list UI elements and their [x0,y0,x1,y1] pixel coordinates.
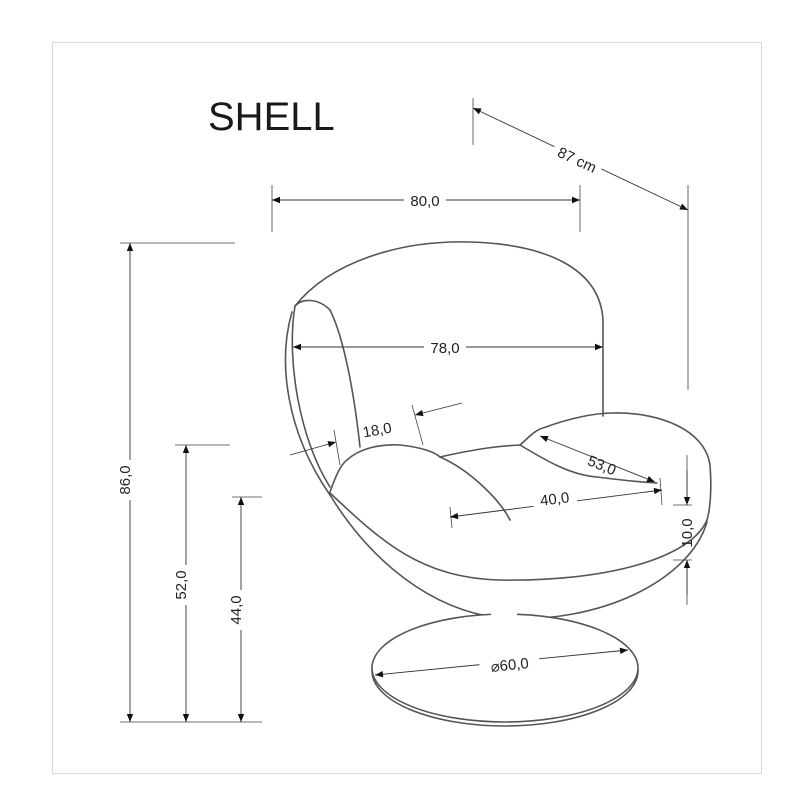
back-inner-left [291,305,331,488]
label-base-diameter: ⌀60,0 [490,655,530,676]
label-width-total: 80,0 [410,193,439,210]
label-seat-depth: 40,0 [539,489,570,509]
label-armrest-thickness: 18,0 [361,420,393,442]
chair-outline [284,241,712,727]
product-title: SHELL [208,95,335,139]
label-armrest-height: 52,0 [173,570,190,599]
seat-front-edge [329,492,708,581]
drawing-frame [52,42,762,774]
left-cushion [329,444,521,493]
dimension-labels: 80,0 87 cm 86,0 52,0 44,0 78,0 18,0 53,0… [117,138,696,678]
dim-armrest-thickness-a [289,441,337,456]
label-backrest-width: 78,0 [430,340,459,357]
label-seat-thickness: 10,0 [679,518,696,547]
back-inner-panel [294,299,361,448]
dim-armrest-thickness-b [414,402,463,417]
dim-armrest-length [539,435,656,483]
label-seat-height: 44,0 [228,595,245,624]
right-armrest [519,412,712,521]
label-armrest-length: 53,0 [585,452,618,479]
backrest-outline [294,241,604,417]
label-height-total: 86,0 [117,465,134,494]
shell-outer [284,311,708,620]
